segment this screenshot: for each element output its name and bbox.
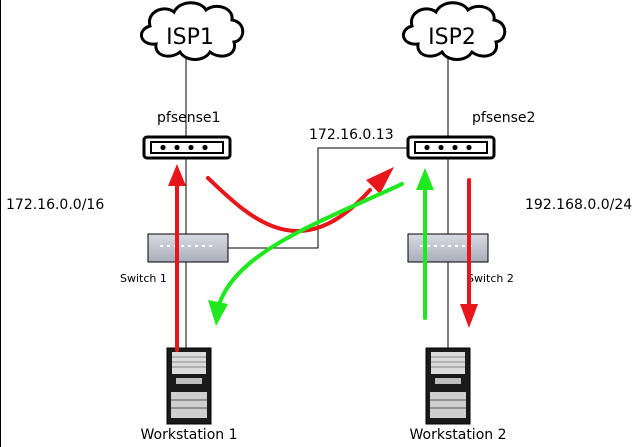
switch-label: Switch 2 <box>467 272 514 285</box>
switch-1: Switch 1 <box>120 233 229 285</box>
right-subnet-label: 192.168.0.0/24 <box>525 197 632 213</box>
firewall-label: pfsense2 <box>472 110 535 126</box>
firewall-label: pfsense1 <box>157 110 220 126</box>
workstation-1: Workstation 1 <box>141 347 238 443</box>
switch1-pfsense2-link <box>228 147 408 249</box>
arrow-icon <box>460 178 478 328</box>
firewall-pfsense1: pfsense1 <box>142 110 232 160</box>
switch-icon <box>147 233 229 263</box>
switch-label: Switch 1 <box>120 272 167 285</box>
cloud-icon <box>140 1 245 61</box>
arrow-icon <box>208 182 404 326</box>
workstation-icon <box>425 347 471 425</box>
traffic-arrows <box>168 164 478 352</box>
workstation-label: Workstation 1 <box>141 427 238 443</box>
cloud-isp1: ISP1 <box>140 1 245 61</box>
switch-2: Switch 2 <box>407 233 514 285</box>
cloud-label: ISP1 <box>166 25 214 50</box>
arrow-icon <box>168 164 186 352</box>
firewall-icon <box>406 135 496 160</box>
workstation-icon <box>166 347 212 425</box>
arrow-icon <box>416 168 434 320</box>
workstation-label: Workstation 2 <box>410 427 507 443</box>
cloud-isp2: ISP2 <box>402 1 507 61</box>
firewall-icon <box>142 135 232 160</box>
firewall-pfsense2: pfsense2 <box>406 110 535 160</box>
cloud-icon <box>402 1 507 61</box>
workstation-2: Workstation 2 <box>410 347 507 443</box>
arrow-icon <box>206 167 394 234</box>
link-ip-label: 172.16.0.13 <box>309 127 394 143</box>
switch-icon <box>407 233 489 263</box>
left-subnet-label: 172.16.0.0/16 <box>6 197 104 213</box>
cloud-label: ISP2 <box>428 25 476 50</box>
